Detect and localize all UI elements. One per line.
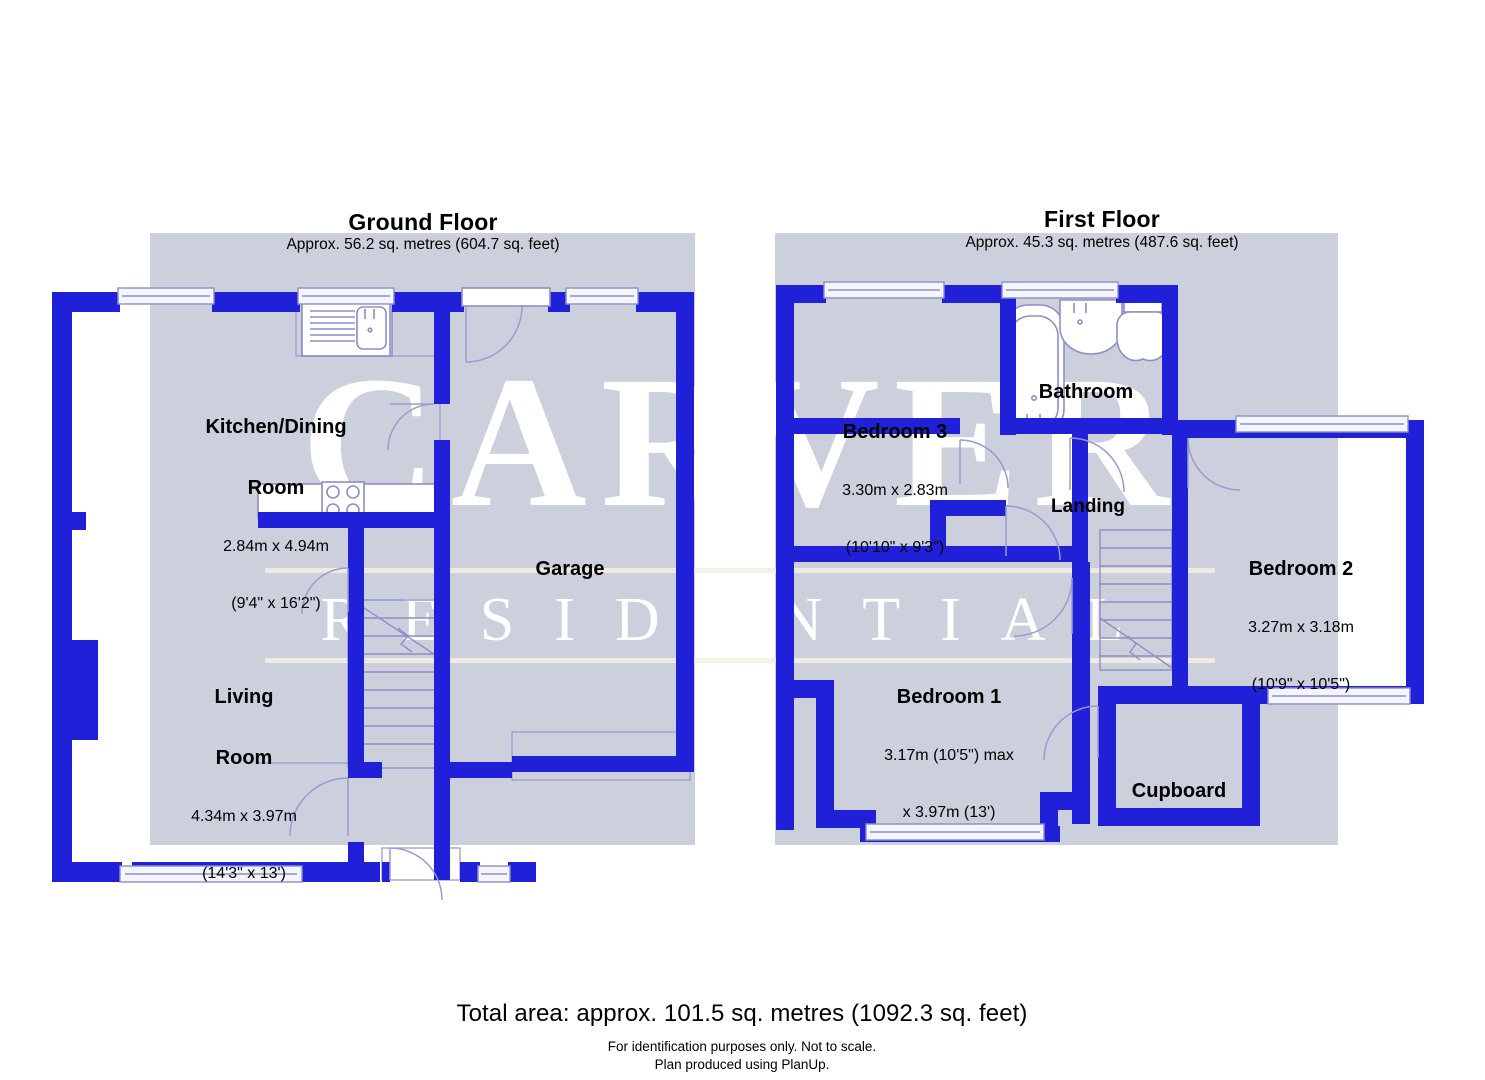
first-floor-title: First Floor (1044, 206, 1160, 232)
total-area-label: Total area: approx. 101.5 sq. metres (10… (456, 1000, 1028, 1027)
room-dimensions-metric: 3.27m x 3.18m (1248, 619, 1354, 637)
disclaimer-line-2: Plan produced using PlanUp. (654, 1057, 830, 1072)
room-dimensions-imperial: (10'9" x 10'5") (1251, 675, 1351, 693)
room-dimensions-metric: 2.84m x 4.94m (223, 538, 329, 556)
room-name: Cupboard (1131, 779, 1227, 802)
window (1001, 281, 1119, 299)
first-floor-staircase (1099, 529, 1173, 671)
window (823, 281, 945, 299)
room-name: Garage (535, 557, 605, 580)
first-floor-area: Approx. 45.3 sq. metres (487.6 sq. feet) (965, 234, 1239, 251)
room-name: Living (214, 685, 274, 708)
ground-floor-walls (52, 292, 694, 882)
door (1069, 437, 1125, 493)
room-dimensions-metric: 3.17m (10'5") max (884, 747, 1014, 765)
room-name: Bathroom (1038, 380, 1134, 403)
room-name: Bedroom 2 (1248, 557, 1354, 580)
window (117, 287, 215, 305)
window (119, 865, 303, 883)
room-label-garage: Garage (450, 520, 690, 619)
first-floor-windows (823, 281, 1411, 841)
ground-floor-doors (289, 287, 551, 901)
room-name: Bedroom 3 (842, 420, 948, 443)
ground-floor-area: Approx. 56.2 sq. metres (604.7 sq. feet) (286, 236, 560, 253)
door (387, 403, 435, 451)
svg-text:RESIDENTIAL: RESIDENTIAL (321, 586, 1164, 654)
room-name: Bedroom 1 (896, 685, 1002, 708)
room-label-kitchen-dining-room: Kitchen/Dining Room 2.84m x 4.94m (9'4" … (150, 378, 402, 652)
door (1013, 577, 1073, 637)
room-name: Room (247, 477, 305, 500)
ground-floor-staircase (347, 599, 447, 769)
room-label-bedroom-2: Bedroom 2 3.27m x 3.18m (10'9" x 10'5") (1182, 520, 1420, 732)
window (1235, 415, 1409, 433)
ground-floor-plan (52, 287, 694, 901)
door (301, 567, 349, 615)
door (461, 287, 551, 363)
window (1267, 687, 1411, 705)
room-dimensions-imperial: (9'4" x 16'2") (231, 595, 321, 613)
room-dimensions-imperial: x 3.97m (13') (902, 803, 996, 821)
window (865, 823, 1045, 841)
window (477, 865, 511, 883)
room-label-bedroom-3: Bedroom 3 3.30m x 2.83m (10'10" x 9'3") (776, 383, 1014, 595)
ground-floor-windows (117, 287, 639, 883)
room-label-bedroom-1: Bedroom 1 3.17m (10'5") max x 3.97m (13'… (830, 648, 1068, 860)
first-floor-walls (776, 285, 1424, 842)
washbasin-icon (1059, 299, 1123, 355)
room-dimensions-metric: 4.34m x 3.97m (191, 808, 297, 826)
room-label-living-room: Living Room 4.34m x 3.97m (14'3" x 13') (118, 648, 370, 922)
room-dimensions-imperial: (14'3" x 13') (202, 865, 286, 883)
door (389, 847, 443, 901)
first-floor-doors (959, 437, 1241, 761)
door (1043, 705, 1099, 761)
door (1187, 437, 1241, 491)
room-label-bathroom: Bathroom (1000, 343, 1172, 442)
room-name: Kitchen/Dining (205, 415, 347, 438)
room-name: Room (215, 747, 273, 770)
window (297, 287, 395, 305)
room-label-cupboard: Cupboard (1068, 742, 1290, 841)
ground-floor-title: Ground Floor (348, 209, 498, 235)
window (565, 287, 639, 305)
room-dimensions-imperial: (10'10" x 9'3") (845, 538, 945, 556)
room-name: Landing (1051, 495, 1125, 517)
first-floor-plan (776, 281, 1424, 842)
door (959, 439, 1009, 489)
kitchen-sink-icon (301, 301, 391, 357)
room-dimensions-metric: 3.30m x 2.83m (842, 482, 948, 500)
room-label-landing: Landing (1000, 458, 1176, 556)
door (289, 777, 349, 837)
disclaimer-line-1: For identification purposes only. Not to… (607, 1039, 877, 1054)
door (1005, 505, 1061, 561)
